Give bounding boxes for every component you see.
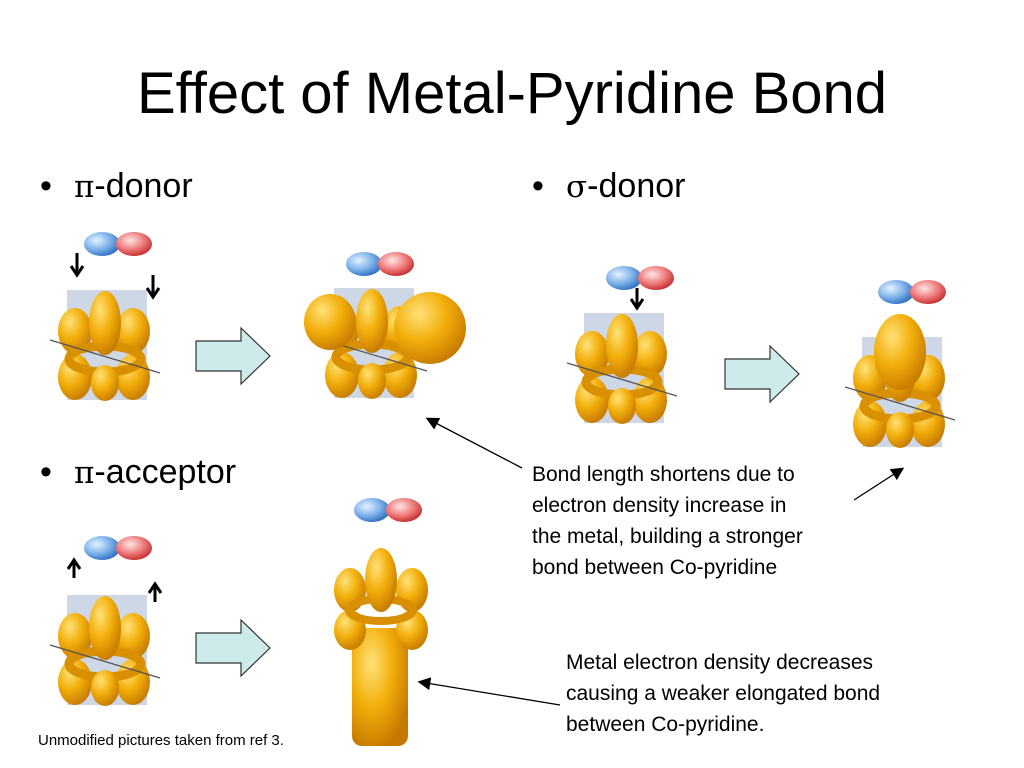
block-arrow-icon [724, 345, 800, 403]
note-line: electron density increase in [532, 494, 787, 517]
note-density-decreases: Metal electron density decreases causing… [566, 647, 880, 740]
image-credit: Unmodified pictures taken from ref 3. [38, 732, 284, 749]
pointer-arrow [853, 467, 905, 501]
up-arrow-icon [147, 581, 163, 602]
slide-title: Effect of Metal-Pyridine Bond [136, 61, 888, 126]
note-line: Bond length shortens due to [532, 463, 795, 486]
bullet-label: -donor [94, 167, 193, 205]
note-line: the metal, building a stronger [532, 525, 803, 548]
sigma-donor-after-image [845, 280, 955, 448]
pi-donor-before-image [50, 232, 160, 401]
bullet-sigma-donor: •σ-donor [532, 167, 686, 205]
pi-acceptor-before-image [50, 536, 160, 706]
pointer-arrow [425, 417, 523, 469]
pi-donor-after-image [304, 252, 466, 399]
block-arrow-icon [195, 327, 271, 385]
pi-symbol: π [74, 169, 95, 205]
pointer-arrow [417, 677, 561, 706]
down-arrow-icon [145, 275, 161, 300]
note-bond-shortens: Bond length shortens due to electron den… [532, 459, 803, 583]
note-line: bond between Co-pyridine [532, 556, 778, 579]
sigma-symbol: σ [566, 169, 588, 205]
pi-acceptor-after-image [334, 498, 428, 746]
sigma-donor-before-image [567, 266, 677, 424]
note-line: causing a weaker elongated bond [566, 682, 881, 705]
bullet-pi-acceptor: •π-acceptor [40, 453, 237, 491]
block-arrow-icon [195, 619, 271, 677]
pi-symbol: π [74, 455, 95, 491]
bullet-label: -acceptor [94, 453, 237, 491]
down-arrow-icon [629, 288, 645, 311]
note-line: between Co-pyridine. [566, 713, 765, 736]
note-line: Metal electron density decreases [566, 651, 873, 674]
bullet-pi-donor: •π-donor [40, 167, 193, 205]
up-arrow-icon [66, 557, 82, 578]
down-arrow-icon [69, 253, 85, 278]
bullet-label: -donor [587, 167, 686, 205]
